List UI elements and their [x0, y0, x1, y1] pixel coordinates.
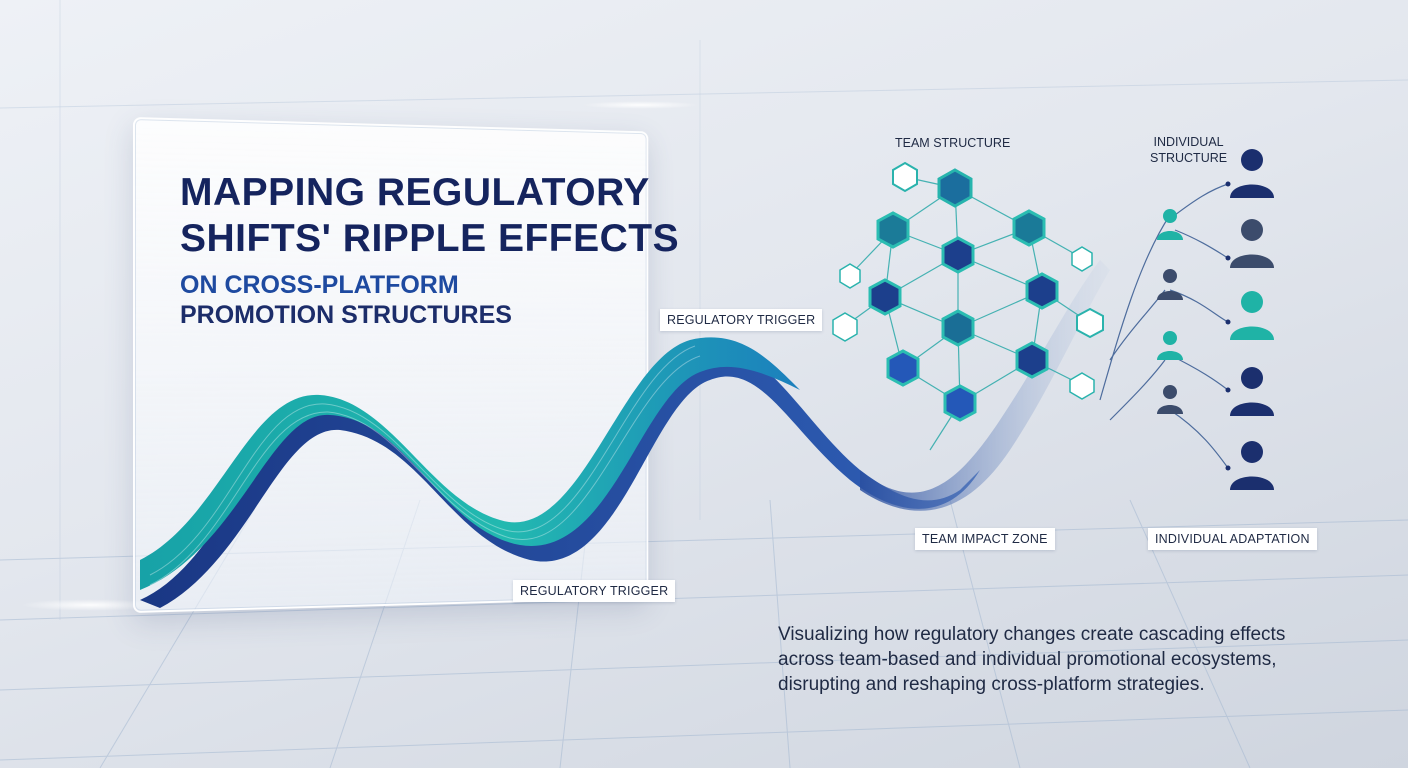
hexagon-icon [1071, 246, 1093, 272]
title-line-1: MAPPING REGULATORY [180, 171, 650, 214]
title-line-2: SHIFTS' RIPPLE EFFECTS [180, 217, 680, 260]
people-icons [1157, 149, 1274, 490]
hexagon-icon [1025, 272, 1059, 310]
hexagon-icon [868, 278, 902, 316]
ribbon-wave-front [140, 337, 800, 590]
hexagon-icon [832, 312, 858, 342]
person-icon [1157, 269, 1183, 300]
ribbon-wave-tail [860, 260, 1110, 511]
subtitle-line-2: PROMOTION STRUCTURES [180, 301, 512, 329]
hexagon-icon [1076, 307, 1104, 339]
person-icon [1157, 385, 1183, 414]
caption-line-3: disrupting and reshaping cross-platform … [778, 674, 1205, 695]
connector-dots [1167, 181, 1231, 471]
hexagon-icon [839, 263, 861, 289]
title-block: MAPPING REGULATORY SHIFTS' RIPPLE EFFECT… [180, 170, 680, 330]
label-individual-structure-line-2: STRUCTURE [1150, 151, 1228, 165]
hexagon-icon [876, 211, 910, 249]
hexagon-icon [1015, 341, 1049, 379]
hexagon-icon [892, 161, 918, 193]
hexagon-icon [937, 168, 973, 208]
label-team-impact-zone: TEAM IMPACT ZONE [915, 528, 1055, 550]
ribbon-highlights [149, 345, 701, 586]
light-flare [580, 101, 700, 109]
hexagon-icon [941, 236, 975, 274]
ribbon-wave-back [140, 347, 980, 608]
hexagon-icon [943, 384, 977, 422]
label-individual-structure: INDIVIDUAL STRUCTURE [1150, 134, 1227, 166]
subtitle-line-1: ON CROSS-PLATFORM [180, 271, 459, 299]
person-icon [1230, 149, 1274, 198]
person-connectors [1099, 183, 1229, 469]
hexagon-icon [941, 309, 975, 347]
person-icon [1157, 209, 1183, 240]
label-regulatory-trigger-bottom: REGULATORY TRIGGER [513, 580, 676, 602]
hexagon-icon [886, 349, 920, 387]
network-nodes [832, 161, 1104, 422]
caption-line-2: across team-based and individual promoti… [778, 649, 1277, 670]
person-icon [1230, 291, 1274, 340]
caption: Visualizing how regulatory changes creat… [778, 622, 1358, 697]
hexagon-icon [1012, 209, 1046, 247]
person-icon [1230, 367, 1274, 416]
person-icon [1230, 219, 1274, 268]
hexagon-icon [1069, 372, 1095, 400]
label-individual-adaptation: INDIVIDUAL ADAPTATION [1148, 528, 1317, 550]
caption-line-1: Visualizing how regulatory changes creat… [778, 624, 1286, 645]
person-icon [1230, 441, 1274, 490]
person-icon [1157, 331, 1183, 360]
label-team-structure: TEAM STRUCTURE [895, 136, 1011, 150]
label-individual-structure-line-1: INDIVIDUAL [1153, 135, 1224, 149]
label-regulatory-trigger-top: REGULATORY TRIGGER [660, 309, 823, 331]
light-flare [20, 599, 160, 611]
